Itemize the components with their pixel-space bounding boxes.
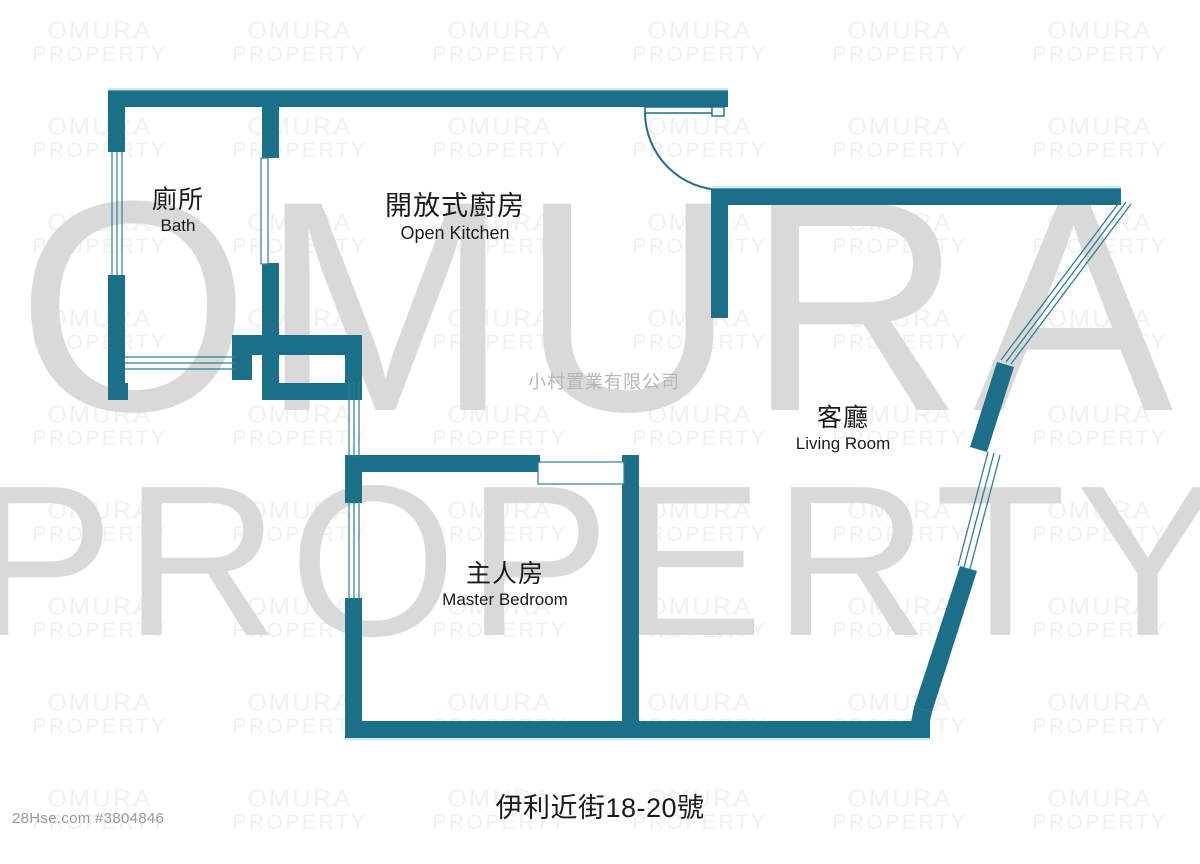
living-room-diagonal-window-wall xyxy=(908,199,1132,738)
diagonal-window-lines xyxy=(957,199,1132,570)
entrance-door xyxy=(644,106,725,191)
plan-title: 伊利近街18-20號 xyxy=(495,793,705,823)
wall-kitchen-living-divider xyxy=(711,188,728,318)
wall-living-bottom xyxy=(622,721,930,738)
wall-group xyxy=(108,90,1121,738)
wall-top-exterior xyxy=(108,90,728,107)
diagonal-pier-2 xyxy=(914,566,977,712)
wall-bath-right-lower xyxy=(262,263,279,383)
diagonal-wall-foot xyxy=(908,707,932,738)
wall-kitchen-partition-top xyxy=(232,335,362,355)
wall-entrance-jamb xyxy=(712,90,728,107)
diagonal-pier-1 xyxy=(970,362,1014,452)
wall-bath-left-upper xyxy=(108,90,125,152)
wall-bedroom-top xyxy=(345,455,540,472)
window-glazing-group xyxy=(111,152,625,600)
wall-highlight-group xyxy=(108,88,1121,741)
wall-bedroom-right xyxy=(622,455,639,738)
corridor-window xyxy=(125,356,235,370)
bedroom-door xyxy=(537,461,625,485)
wall-bedroom-bottom xyxy=(345,721,639,738)
wall-bath-right-upper xyxy=(262,90,279,158)
wall-kitchen-partition-left xyxy=(232,335,252,380)
bedroom-left-window-upper xyxy=(348,382,360,457)
bedroom-left-window-lower xyxy=(348,502,360,600)
wall-living-top xyxy=(711,188,1121,205)
bath-door xyxy=(260,157,269,265)
wall-bedroom-left-lower xyxy=(345,598,362,738)
wall-bath-left-lower xyxy=(108,275,125,400)
bath-window xyxy=(111,152,123,275)
wall-corridor-left-return xyxy=(108,383,128,400)
wall-corridor-bottom xyxy=(262,383,362,400)
wall-bedroom-left-upper xyxy=(345,352,362,384)
source-credit: 28Hse.com #3804846 xyxy=(12,810,165,827)
